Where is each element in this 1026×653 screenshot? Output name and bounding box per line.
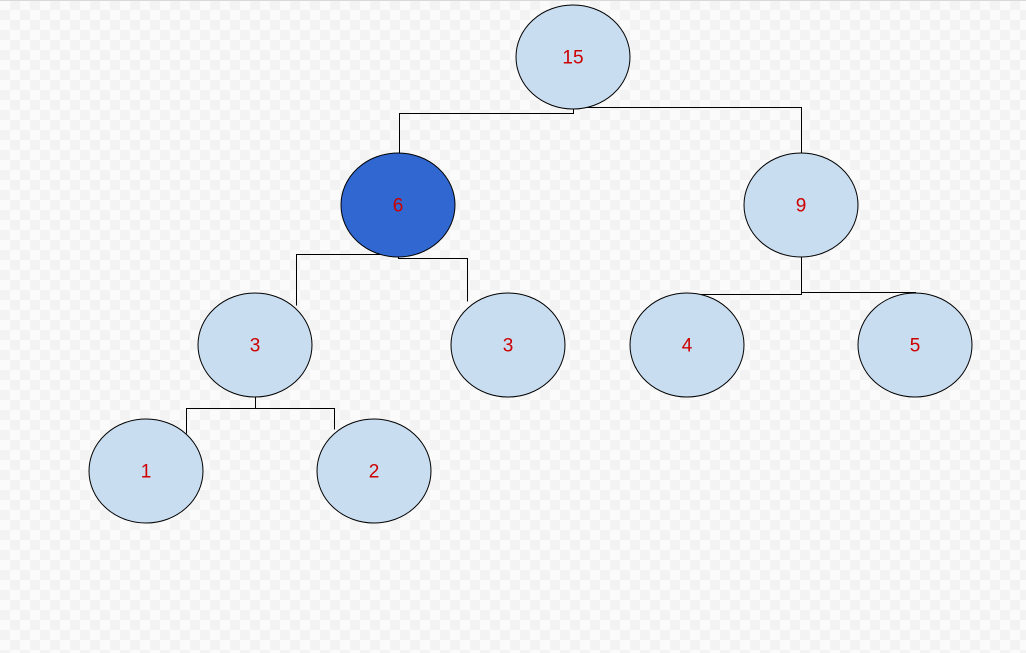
node-label: 4 xyxy=(682,336,693,357)
edge-n3a-n2 xyxy=(255,397,335,430)
tree-node-n1[interactable]: 1 xyxy=(88,418,204,524)
tree-node-n9[interactable]: 9 xyxy=(743,152,859,258)
node-circle xyxy=(316,418,432,524)
node-label: 2 xyxy=(369,462,380,483)
edge-n6-n3b xyxy=(398,257,468,302)
node-circle xyxy=(515,4,631,110)
node-circle xyxy=(88,418,204,524)
tree-node-n5[interactable]: 5 xyxy=(857,292,973,398)
edge-n15-n6 xyxy=(399,109,574,154)
node-label: 1 xyxy=(141,462,152,483)
node-circle xyxy=(450,292,566,398)
tree-node-n4[interactable]: 4 xyxy=(629,292,745,398)
tree-node-n15[interactable]: 15 xyxy=(515,4,631,110)
tree-node-n6[interactable]: 6 xyxy=(340,152,456,258)
node-circle xyxy=(629,292,745,398)
node-circle xyxy=(197,292,313,398)
node-label: 3 xyxy=(250,336,261,357)
node-label: 5 xyxy=(910,336,921,357)
edge-n9-n5 xyxy=(801,257,916,295)
node-label: 3 xyxy=(503,336,514,357)
node-circle xyxy=(743,152,859,258)
tree-node-n2[interactable]: 2 xyxy=(316,418,432,524)
node-circle xyxy=(857,292,973,398)
edge-n3a-n1 xyxy=(186,397,256,434)
node-label: 15 xyxy=(562,48,583,69)
edge-n9-n4 xyxy=(689,257,802,298)
edge-n15-n9 xyxy=(573,107,802,154)
nodes-layer: 15 6 9 3 3 4 5 1 2 xyxy=(88,4,973,524)
node-label: 9 xyxy=(796,196,807,217)
tree-node-n3a[interactable]: 3 xyxy=(197,292,313,398)
edge-n6-n3a xyxy=(296,254,399,306)
node-label: 6 xyxy=(393,196,404,217)
highlighted-node-circle xyxy=(340,152,456,258)
tree-node-n3b[interactable]: 3 xyxy=(450,292,566,398)
